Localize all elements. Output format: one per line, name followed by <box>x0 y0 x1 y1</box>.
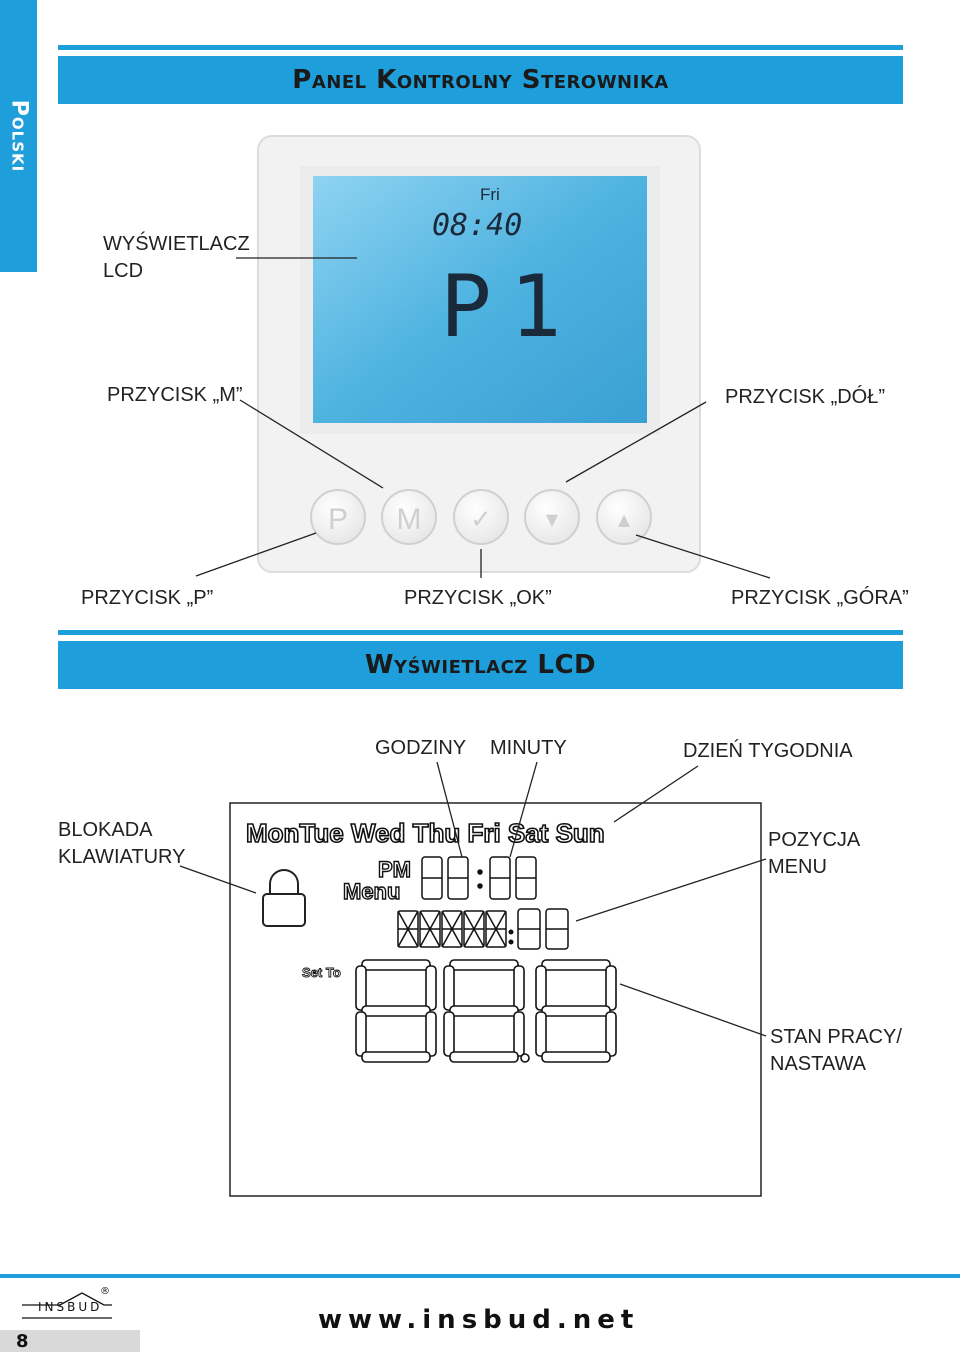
big-digit-2 <box>443 959 525 1063</box>
triangle-up-icon: ▲ <box>618 510 631 529</box>
m-button[interactable]: M <box>381 489 437 545</box>
section2-top-line <box>58 630 903 635</box>
up-button[interactable]: ▲ <box>596 489 652 545</box>
label-hours: GODZINY <box>375 737 467 759</box>
website-url[interactable]: www.insbud.net <box>318 1305 640 1335</box>
lcd-diagram-box <box>229 802 762 1197</box>
digit-minute-2 <box>515 856 537 900</box>
lcd-set-to: Set To <box>302 965 341 980</box>
footer-line <box>0 1274 960 1278</box>
m-button-label: M <box>397 503 422 536</box>
label-ok-button: PRZYCISK „OK” <box>404 587 552 609</box>
device-buttons: P M ✓ ▼ ▲ <box>310 489 652 545</box>
menu-digit-2 <box>545 908 569 950</box>
label-keylock: BLOKADA KLAWIATURY <box>58 819 186 868</box>
lcd-days: MonTue Wed Thu Fri Sat Sun <box>246 818 605 848</box>
menu-digit-1 <box>517 908 541 950</box>
p-button-label: P <box>328 503 348 536</box>
p-button[interactable]: P <box>310 489 366 545</box>
label-m-button: PRZYCISK „M” <box>107 384 243 406</box>
label-minutes: MINUTY <box>490 737 567 759</box>
label-p-button: PRZYCISK „P” <box>81 587 214 609</box>
padlock-icon <box>262 869 306 927</box>
check-icon: ✓ <box>470 505 492 535</box>
decimal-point <box>520 1053 530 1063</box>
clock-colon-bottom <box>477 883 483 889</box>
digit-minute-1 <box>489 856 511 900</box>
label-lcd: WYŚWIETLACZ LCD <box>103 233 250 282</box>
ok-button[interactable]: ✓ <box>453 489 509 545</box>
label-down-button: PRZYCISK „DÓŁ” <box>725 386 886 408</box>
alpha-char-2 <box>419 910 441 948</box>
big-digit-3 <box>535 959 617 1063</box>
menu-colon-top <box>508 929 514 935</box>
big-digit-1 <box>355 959 437 1063</box>
lcd-diagram: MonTue Wed Thu Fri Sat Sun PM Menu Set T… <box>245 817 617 1063</box>
section1-top-line <box>58 45 903 50</box>
alpha-char-1 <box>397 910 419 948</box>
logo-registered-mark: ® <box>100 1286 110 1297</box>
language-tab: Polski <box>0 0 37 272</box>
page-number: 8 <box>16 1331 29 1352</box>
menu-colon-bottom <box>508 939 514 945</box>
label-menu-position: POZYCJA MENU <box>768 829 861 878</box>
section2-title: Wyświetlacz LCD <box>364 650 597 680</box>
device-day: Fri <box>480 185 500 204</box>
triangle-down-icon: ▼ <box>546 510 559 529</box>
digit-hour-2 <box>447 856 469 900</box>
device-program: P1 <box>440 257 580 357</box>
logo-text: INSBUD <box>38 1300 103 1314</box>
section2-header: Wyświetlacz LCD <box>58 641 903 689</box>
label-up-button: PRZYCISK „GÓRA” <box>731 587 909 609</box>
lcd-big-digits <box>355 959 617 1063</box>
down-button[interactable]: ▼ <box>524 489 580 545</box>
lcd-menu-segments <box>397 908 569 950</box>
label-weekday: DZIEŃ TYGODNIA <box>683 740 853 762</box>
alpha-char-3 <box>441 910 463 948</box>
label-state: STAN PRACY/ NASTAWA <box>770 1026 902 1075</box>
digit-hour-1 <box>421 856 443 900</box>
alpha-char-4 <box>463 910 485 948</box>
device-time: 08:40 <box>432 208 522 243</box>
callout-lines-2 <box>179 761 767 1037</box>
callout-lines-1 <box>195 257 771 579</box>
lcd-pm: PM <box>378 857 411 882</box>
lcd-clock-digits <box>421 856 537 900</box>
clock-colon-top <box>477 869 483 875</box>
page-number-box <box>0 1330 140 1352</box>
lcd-menu: Menu <box>343 879 400 904</box>
alpha-char-5 <box>485 910 507 948</box>
thermostat-device: Fri 08:40 P1 <box>257 135 701 573</box>
section1-header: Panel Kontrolny Sterownika <box>58 56 903 104</box>
device-lcd-screen <box>313 176 647 423</box>
insbud-logo-icon <box>22 1292 112 1319</box>
section1-title: Panel Kontrolny Sterownika <box>292 65 669 95</box>
